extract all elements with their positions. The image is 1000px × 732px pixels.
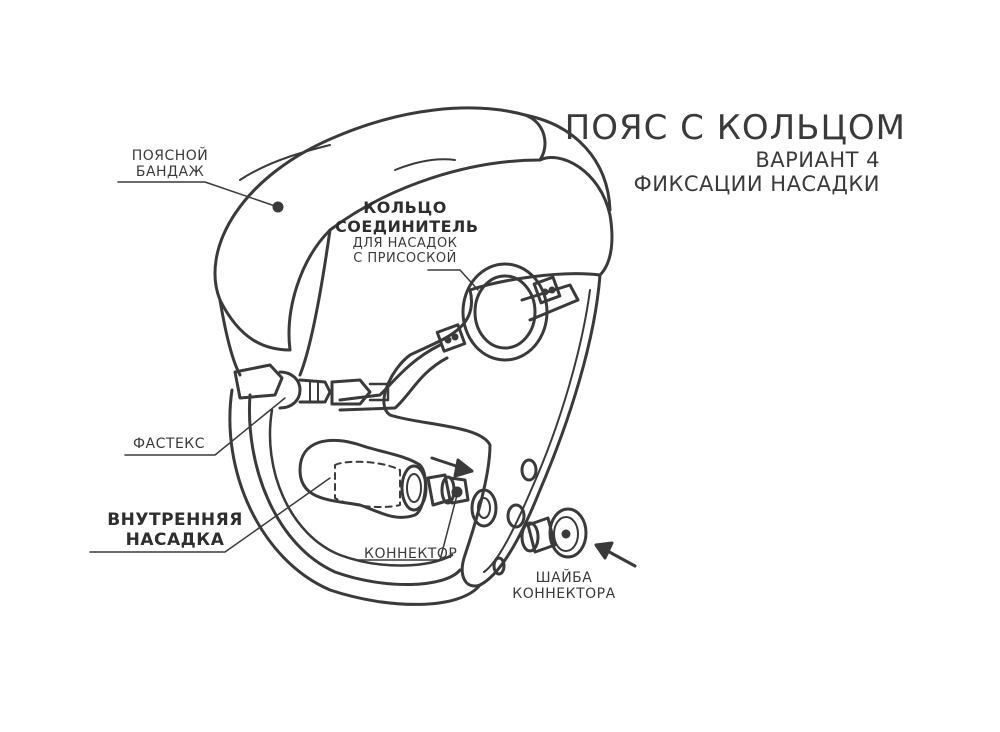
label-inner-line-2: НАСАДКА [125,530,225,550]
leader-waist [117,181,279,208]
leader-connector [357,494,458,561]
plate-hole-icon [506,503,526,529]
label-ring-line-3: ДЛЯ НАСАДОК [352,236,458,251]
leader-fastex [124,397,286,456]
title-line-3: ФИКСАЦИИ НАСАДКИ [633,172,880,196]
label-washer-line-1: ШАЙБА [535,570,593,586]
label-ring-line-1: КОЛЬЦО [363,198,447,217]
label-connector-washer: ШАЙБА КОННЕКТОРА [508,570,620,602]
arrow-left-icon [594,541,637,568]
leader-inner [89,477,331,553]
inner-attachment [298,438,428,519]
label-connector: КОННЕКТОР [364,546,458,562]
label-waist-belt: ПОЯСНОЙ БАНДАЖ [118,148,222,180]
label-ring-connector: КОЛЬЦО СОЕДИНИТЕЛЬ ДЛЯ НАСАДОК С ПРИСОСК… [335,198,479,266]
leader-ring [427,269,479,291]
title-line-1: ПОЯС С КОЛЬЦОМ [564,108,906,148]
label-waist-belt-line-1: ПОЯСНОЙ [131,148,209,164]
leader-lines [89,181,479,561]
label-ring-line-4: С ПРИСОСКОЙ [353,251,457,266]
label-inner-attachment: ВНУТРЕННЯЯ НАСАДКА [95,510,255,550]
o-ring [435,262,580,362]
lower-strap [228,388,482,606]
label-fastex: ФАСТЕКС [133,436,206,452]
waist-belt-band [213,106,614,377]
front-plate [382,272,602,588]
connector-washer [520,507,588,559]
label-inner-line-1: ВНУТРЕННЯЯ [107,510,243,530]
label-ring-line-2: СОЕДИНИТЕЛЬ [335,217,479,236]
label-washer-line-2: КОННЕКТОРА [512,586,616,602]
title-line-2: ВАРИАНТ 4 [755,148,880,172]
connecting-strap [338,343,449,412]
plate-hole-icon [520,458,538,482]
label-waist-belt-line-2: БАНДАЖ [135,164,205,180]
plate-hole-icon [492,556,506,576]
arrow-right-icon [430,456,474,478]
fastex-buckle [233,363,390,410]
